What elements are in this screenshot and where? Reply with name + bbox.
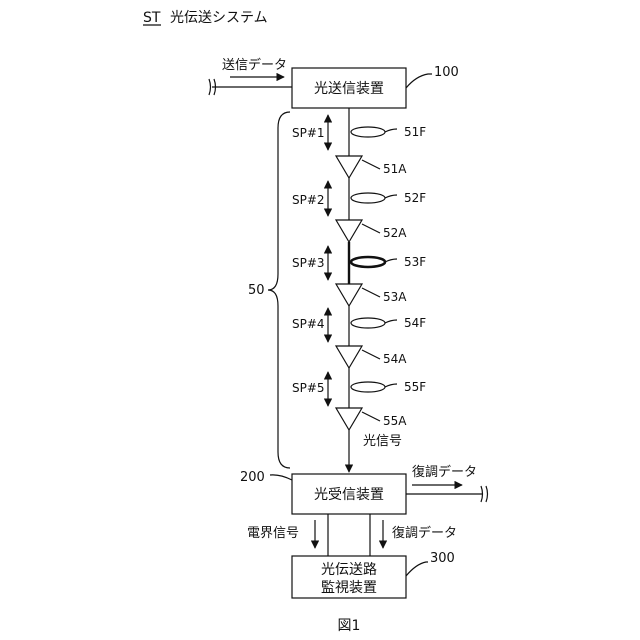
system-title: 光伝送システム — [170, 10, 268, 26]
amplifier-label: 53A — [383, 290, 407, 304]
amplifier — [336, 220, 362, 242]
fiber-label: 55F — [404, 380, 426, 394]
span-1: SP#1 51F 51A — [292, 115, 426, 178]
transmitter-ref: 100 — [434, 65, 459, 80]
figure-caption: 図1 — [338, 618, 361, 634]
monitor-ref: 300 — [430, 551, 455, 566]
span-label: SP#4 — [292, 317, 325, 331]
span-label: SP#3 — [292, 256, 325, 270]
receiver-leader — [270, 475, 292, 480]
transmitter-leader — [406, 74, 432, 88]
transmitter-label: 光送信装置 — [314, 81, 384, 97]
span-label: SP#5 — [292, 381, 325, 395]
span-4: SP#4 54F 54A — [292, 308, 426, 368]
amplifier-label: 54A — [383, 352, 407, 366]
fiber-label: 51F — [404, 125, 426, 139]
span-5: SP#5 55F 55A — [292, 372, 426, 430]
span-label: SP#2 — [292, 193, 325, 207]
amplifier-label: 55A — [383, 414, 407, 428]
monitor-leader — [406, 562, 428, 576]
amplifier — [336, 284, 362, 306]
line-group-brace — [268, 112, 290, 468]
receiver-ref: 200 — [240, 470, 265, 485]
span-3: SP#3 53F 53A — [292, 246, 426, 306]
field-signal-label: 電界信号 — [247, 526, 299, 541]
fiber-coil — [351, 382, 385, 392]
transmit-data-label: 送信データ — [222, 57, 287, 73]
fiber-label: 52F — [404, 191, 426, 205]
monitor-label-line2: 監視装置 — [321, 579, 377, 596]
output-break-mark — [481, 486, 488, 502]
amplifier — [336, 346, 362, 368]
fiber-label: 54F — [404, 316, 426, 330]
amplifier-label: 52A — [383, 226, 407, 240]
optical-signal-label: 光信号 — [363, 434, 402, 449]
fiber-coil — [351, 127, 385, 137]
fiber-label: 53F — [404, 255, 426, 269]
line-group-ref: 50 — [248, 283, 265, 298]
demod-data-down-label: 復調データ — [392, 525, 457, 541]
fiber-coil — [351, 193, 385, 203]
amplifier — [336, 408, 362, 430]
amplifier — [336, 156, 362, 178]
span-label: SP#1 — [292, 126, 325, 140]
demod-data-out-label: 復調データ — [412, 464, 477, 480]
fiber-coil — [351, 318, 385, 328]
monitor-label-line1: 光伝送路 — [321, 562, 377, 578]
amplifier-label: 51A — [383, 162, 407, 176]
fiber-coil-highlighted — [351, 257, 385, 267]
span-2: SP#2 52F 52A — [292, 181, 426, 242]
system-code: ST — [143, 10, 161, 26]
receiver-label: 光受信装置 — [314, 487, 384, 503]
